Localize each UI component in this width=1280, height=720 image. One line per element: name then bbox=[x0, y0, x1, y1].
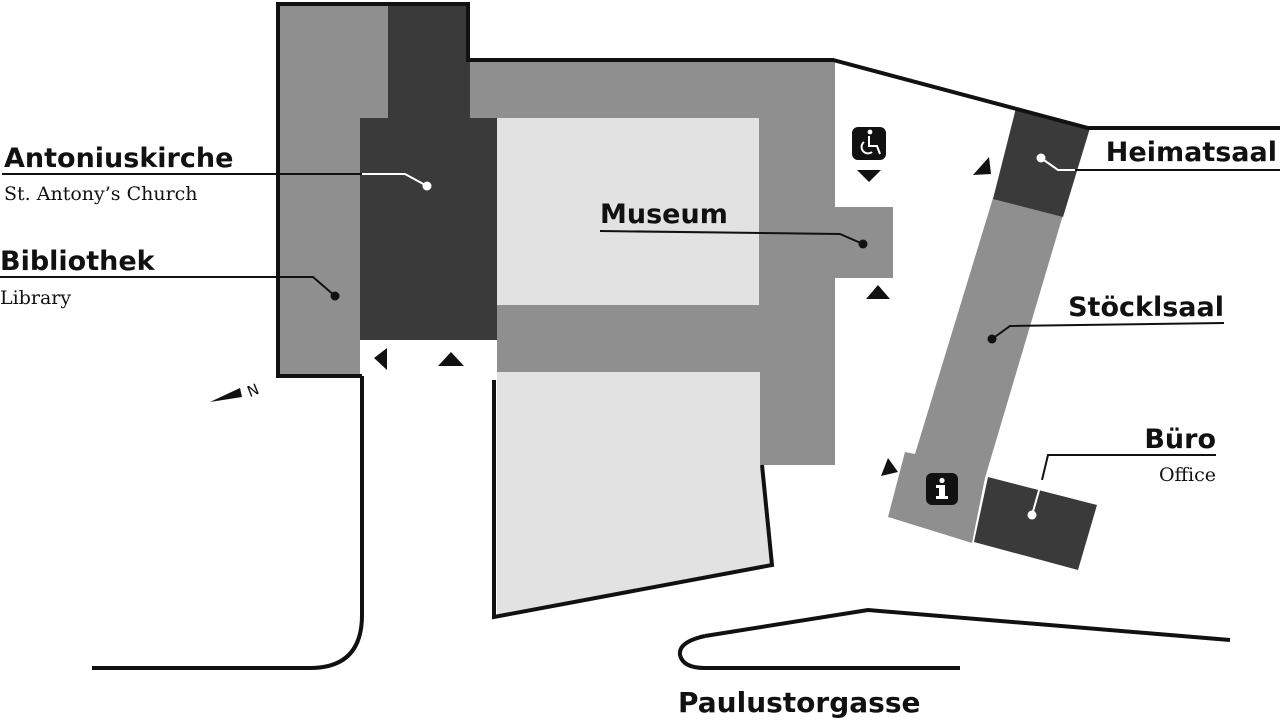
museum-lower-courtyard bbox=[497, 372, 772, 617]
church-outline bbox=[276, 2, 1280, 378]
light-areas bbox=[497, 118, 772, 617]
museum-courtyard-edge bbox=[492, 380, 775, 620]
museum-dot bbox=[858, 239, 868, 249]
info-icon bbox=[926, 473, 958, 505]
church-building bbox=[360, 4, 497, 340]
stoecklsaal-label: Stöcklsaal bbox=[1068, 292, 1224, 323]
buero-dot bbox=[1027, 510, 1037, 520]
stoecklsaal-building bbox=[888, 198, 1063, 543]
north-label: N bbox=[245, 380, 262, 401]
dark-areas bbox=[360, 4, 1097, 570]
antoniuskirche-leader-inner bbox=[362, 173, 428, 187]
entrance-arrow-icon bbox=[857, 170, 881, 182]
entrance-arrow-icon bbox=[374, 348, 387, 370]
buero-sublabel: Office bbox=[1159, 464, 1216, 486]
bibliothek-dot bbox=[330, 291, 340, 301]
labels: Antoniuskirche St. Antony’s Church Bibli… bbox=[0, 137, 1277, 719]
street-upper-edge bbox=[704, 607, 1231, 642]
heimatsaal-leader-inner bbox=[1040, 157, 1075, 171]
street-label: Paulustorgasse bbox=[678, 686, 920, 719]
entrance-arrow-icon bbox=[973, 157, 991, 175]
museum-courtyard bbox=[497, 118, 759, 305]
antoniuskirche-label: Antoniuskirche bbox=[4, 143, 233, 174]
buero-label: Büro bbox=[1144, 424, 1216, 455]
office-building bbox=[974, 477, 1097, 570]
stoecklsaal-leader bbox=[991, 322, 1225, 340]
buero-leader-inner bbox=[1031, 479, 1043, 516]
museum-label: Museum bbox=[600, 199, 728, 230]
street-lower-edge bbox=[677, 634, 960, 670]
north-arrow-icon bbox=[210, 388, 242, 402]
heimatsaal-building bbox=[993, 108, 1090, 217]
stoecklsaal-dot bbox=[987, 334, 997, 344]
bibliothek-label: Bibliothek bbox=[0, 246, 156, 277]
antoniuskirche-sublabel: St. Antony’s Church bbox=[4, 183, 198, 205]
entrance-arrow-icon bbox=[438, 352, 464, 366]
heimatsaal-dot bbox=[1036, 153, 1046, 163]
location-dots bbox=[330, 153, 1046, 520]
boundary-lines bbox=[92, 2, 1280, 670]
left-street-edge bbox=[92, 376, 364, 670]
heimatsaal-label: Heimatsaal bbox=[1106, 137, 1277, 168]
north-arrow: N bbox=[210, 380, 262, 402]
antoniuskirche-dot bbox=[422, 181, 432, 191]
buero-leader bbox=[1041, 454, 1216, 481]
wheelchair-icon bbox=[852, 127, 886, 160]
leader-lines bbox=[0, 157, 1280, 516]
library-building bbox=[278, 4, 388, 376]
bibliothek-sublabel: Library bbox=[0, 287, 71, 309]
entrance-arrow-icon bbox=[866, 285, 890, 299]
entrances bbox=[374, 157, 991, 476]
museum-leader bbox=[599, 230, 864, 245]
bibliothek-leader bbox=[0, 276, 336, 297]
entrance-arrow-icon bbox=[881, 458, 898, 476]
